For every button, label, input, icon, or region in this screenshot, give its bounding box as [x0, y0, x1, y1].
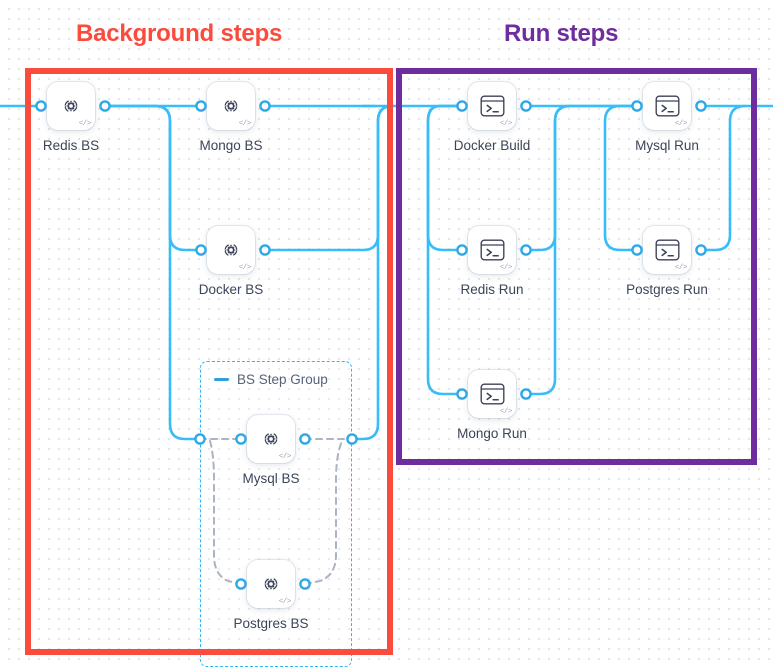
node-card-docker-bs[interactable]: </> [207, 226, 255, 274]
terminal-icon [655, 95, 679, 117]
node-postgres-run[interactable]: </> Postgres Run [626, 226, 708, 297]
terminal-icon [480, 383, 504, 405]
gear-refresh-icon [224, 100, 238, 112]
node-label-redis-bs: Redis BS [42, 138, 100, 153]
node-card-mysql-run[interactable]: </> [643, 82, 691, 130]
node-label-docker-bs: Docker BS [198, 282, 264, 297]
node-redis-bs[interactable]: </> Redis BS [43, 82, 99, 153]
code-glyph-icon: </> [674, 263, 688, 272]
gear-refresh-icon [224, 244, 238, 256]
node-docker-bs[interactable]: </> Docker BS [199, 226, 263, 297]
node-mysql-run[interactable]: </> Mysql Run [635, 82, 699, 153]
section-title-background-steps: Background steps [76, 20, 283, 47]
node-mongo-bs[interactable]: </> Mongo BS [199, 82, 263, 153]
node-redis-run[interactable]: </> Redis Run [460, 226, 524, 297]
node-label-mysql-run: Mysql Run [635, 138, 699, 153]
code-glyph-icon: </> [238, 119, 252, 128]
terminal-icon [655, 239, 679, 261]
code-glyph-icon: </> [499, 119, 513, 128]
code-glyph-icon: </> [499, 407, 513, 416]
node-card-docker-build[interactable]: </> [468, 82, 516, 130]
code-glyph-icon: </> [78, 119, 92, 128]
node-label-postgres-bs: Postgres BS [233, 616, 309, 631]
node-postgres-bs[interactable]: </> Postgres BS [233, 560, 309, 631]
node-label-postgres-run: Postgres Run [626, 282, 708, 297]
code-glyph-icon: </> [278, 597, 292, 606]
node-card-mongo-bs[interactable]: </> [207, 82, 255, 130]
node-card-postgres-run[interactable]: </> [643, 226, 691, 274]
node-card-mysql-bs[interactable]: </> [247, 415, 295, 463]
terminal-icon [480, 239, 504, 261]
section-frame-run-steps [396, 68, 757, 465]
node-docker-build[interactable]: </> Docker Build [454, 82, 530, 153]
group-header-bs-step-group[interactable]: BS Step Group [214, 372, 328, 387]
node-card-postgres-bs[interactable]: </> [247, 560, 295, 608]
node-mongo-run[interactable]: </> Mongo Run [457, 370, 527, 441]
code-glyph-icon: </> [278, 452, 292, 461]
gear-refresh-icon [64, 100, 78, 112]
gear-refresh-icon [264, 433, 278, 445]
node-label-redis-run: Redis Run [460, 282, 524, 297]
node-label-mysql-bs: Mysql BS [242, 471, 300, 486]
code-glyph-icon: </> [238, 263, 252, 272]
section-frame-background-steps [25, 68, 393, 655]
node-card-redis-bs[interactable]: </> [47, 82, 95, 130]
code-glyph-icon: </> [499, 263, 513, 272]
node-card-mongo-run[interactable]: </> [468, 370, 516, 418]
gear-refresh-icon [264, 578, 278, 590]
section-title-run-steps: Run steps [504, 20, 619, 47]
node-label-docker-build: Docker Build [453, 138, 531, 153]
terminal-icon [480, 95, 504, 117]
node-mysql-bs[interactable]: </> Mysql BS [242, 415, 300, 486]
code-glyph-icon: </> [674, 119, 688, 128]
minus-icon[interactable] [214, 378, 229, 381]
group-label: BS Step Group [237, 372, 328, 387]
node-label-mongo-run: Mongo Run [457, 426, 527, 441]
node-label-mongo-bs: Mongo BS [199, 138, 263, 153]
node-card-redis-run[interactable]: </> [468, 226, 516, 274]
